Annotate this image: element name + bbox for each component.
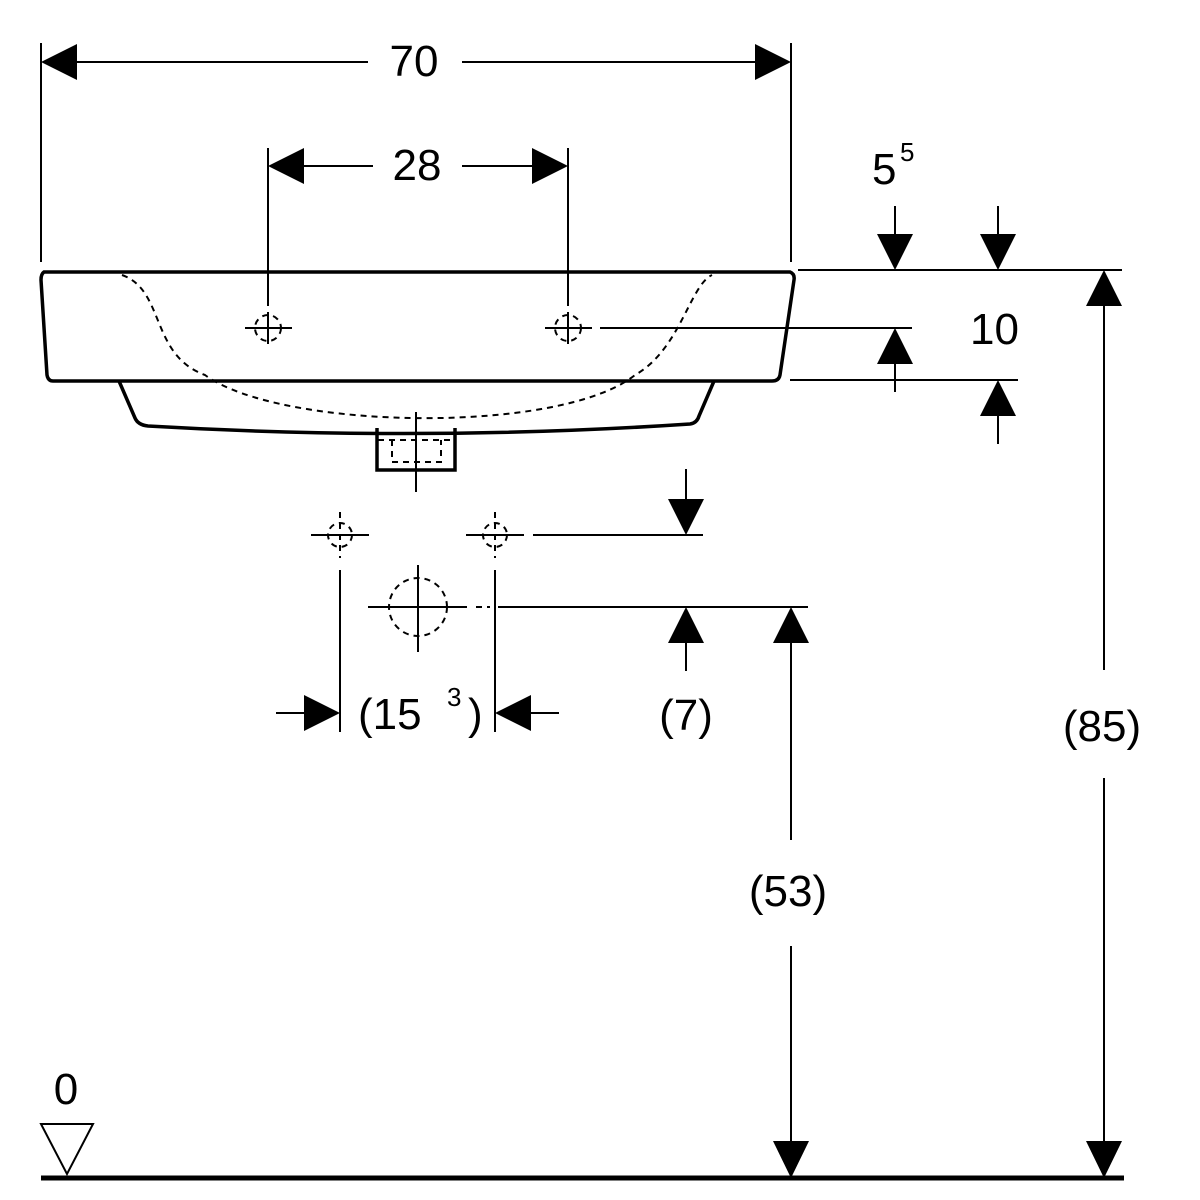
- dimension-tap-hole-spacing: 28: [267, 141, 569, 306]
- floor-level-label: 0: [54, 1065, 78, 1114]
- dimension-label-15-close: ): [468, 690, 483, 739]
- dimension-label-10: 10: [970, 305, 1019, 354]
- supply-connection-left: [311, 512, 369, 558]
- dimension-label-28: 28: [393, 141, 442, 190]
- dimension-label-85: (85): [1063, 702, 1141, 751]
- dimension-waste-height: (53): [749, 607, 827, 1178]
- dimension-rim-height: 10: [600, 269, 1122, 444]
- dimension-overall-width: 70: [40, 37, 792, 262]
- dimension-supply-offset: (7): [476, 469, 808, 740]
- bowl-contour: [121, 274, 713, 420]
- tap-hole-right: [545, 312, 592, 344]
- dimension-overall-height: (85): [1063, 270, 1141, 1178]
- dimension-label-70: 70: [390, 37, 439, 86]
- floor-level: 0: [39, 1065, 1124, 1181]
- basin-outline: [39, 270, 796, 472]
- dimension-label-15: (15: [358, 690, 422, 739]
- waste-connection: [368, 565, 467, 652]
- level-marker-icon: [39, 1123, 95, 1177]
- dimension-waste-spacing: (15 3 ): [276, 570, 559, 739]
- dimension-label-15-superscript: 3: [447, 682, 461, 712]
- dimension-label-53: (53): [749, 867, 827, 916]
- dimension-label-5-superscript: 5: [900, 137, 914, 167]
- tap-hole-left: [245, 312, 292, 344]
- dimension-rim-offset: 5 5: [872, 137, 1016, 270]
- dimension-label-5: 5: [872, 145, 896, 194]
- dimension-label-7: (7): [659, 691, 713, 740]
- supply-connection-right: [466, 512, 524, 558]
